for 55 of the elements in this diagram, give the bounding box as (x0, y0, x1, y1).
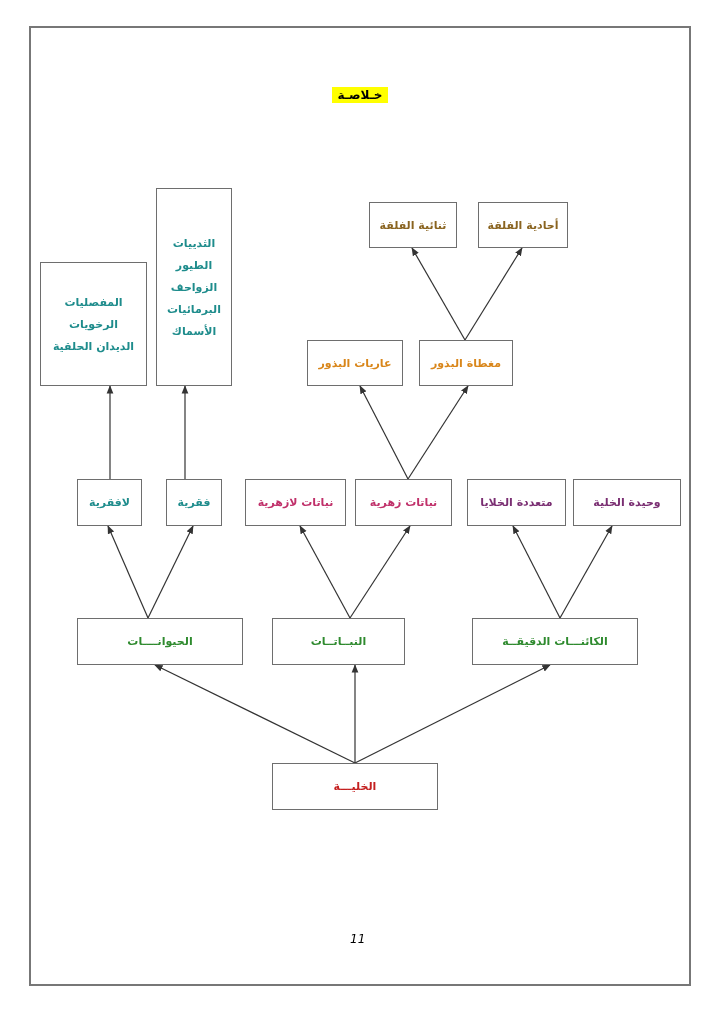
category-box (166, 479, 222, 526)
arrow (512, 525, 561, 619)
category-box (573, 479, 681, 526)
box-text: الأسماك (171, 324, 217, 338)
box-text: الحيوانــــات (127, 635, 193, 648)
list-box (40, 262, 147, 386)
category-box (272, 618, 405, 665)
box-text: وحيدة الخلية (593, 496, 661, 509)
arrow (351, 664, 359, 764)
box-text: البرمائيات (167, 302, 221, 316)
box-text: فقرية (177, 496, 211, 509)
category-box (472, 618, 638, 665)
arrow (559, 525, 613, 619)
arrow (407, 385, 469, 480)
box-text: النبــاتــات (310, 635, 367, 648)
arrow (154, 664, 356, 764)
box-text: الديدان الحلقية (52, 339, 135, 353)
box-text: لافقرية (89, 496, 130, 509)
page-number: 11 (350, 932, 366, 946)
title: خـلاصـة (331, 87, 389, 103)
box-text: الرخويات (69, 317, 118, 331)
category-box (478, 202, 568, 248)
box-text: الزواحف (170, 280, 218, 294)
arrow (107, 525, 149, 619)
category-box (467, 479, 566, 526)
category-box (77, 479, 142, 526)
category-box (245, 479, 346, 526)
box-text: عاريات البذور (318, 356, 392, 370)
category-box (307, 340, 403, 386)
box-text: ثنائية الفلقة (379, 218, 447, 232)
arrow (354, 664, 551, 764)
box-text: متعددة الخلايا (480, 496, 553, 509)
arrow (181, 385, 189, 480)
box-text: المفصليات (64, 295, 123, 309)
arrow (464, 247, 523, 341)
box-text: أحادية الفلقة (487, 218, 559, 232)
box-text: مغطاة البذور (430, 356, 502, 370)
arrow (359, 385, 409, 480)
category-box (355, 479, 452, 526)
category-box (419, 340, 513, 386)
box-text: نباتات زهرية (369, 496, 438, 509)
box-text: الثدييات (172, 236, 216, 250)
box-text: الخليـــة (333, 780, 377, 793)
category-box (77, 618, 243, 665)
box-text: الكائنـــات الدقيقــة (502, 635, 608, 648)
arrow (106, 385, 114, 480)
box-text: الطيور (175, 258, 213, 272)
arrow (411, 247, 466, 341)
arrow (299, 525, 351, 619)
category-box (369, 202, 457, 248)
category-box (272, 763, 438, 810)
list-box (156, 188, 232, 386)
arrow (147, 525, 194, 619)
arrow (349, 525, 411, 619)
box-text: نباتات لازهرية (257, 496, 334, 509)
